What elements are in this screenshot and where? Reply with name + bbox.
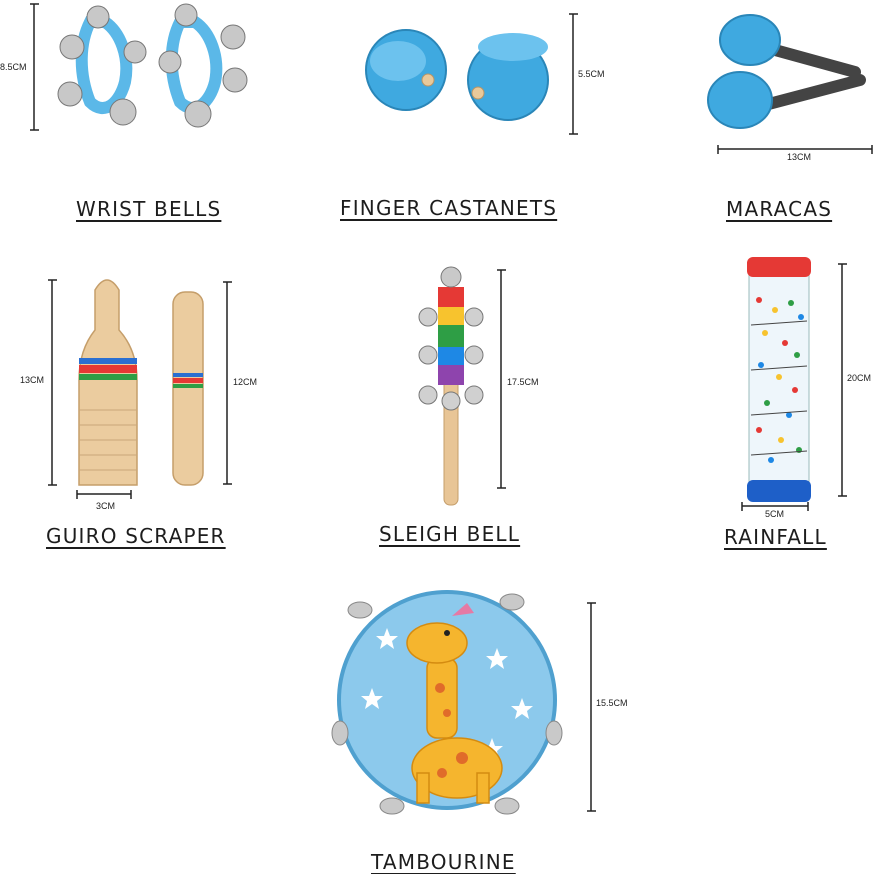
guiro-stick-size-label: 12CM xyxy=(233,377,258,387)
sleigh-bell-size-label: 17.5CM xyxy=(507,377,539,387)
tambourine-title: TAMBOURINE xyxy=(371,850,516,874)
tambourine-image xyxy=(331,590,563,815)
wrist-bells-image xyxy=(57,3,248,128)
guiro-stick-dimension-line xyxy=(223,281,232,485)
guiro-scraper-image xyxy=(78,279,204,486)
tambourine-dimension-line xyxy=(587,602,596,812)
tambourine-size-label: 15.5CM xyxy=(596,698,628,708)
maracas-size-label: 13CM xyxy=(787,152,812,162)
wrist-bells-title: WRIST BELLS xyxy=(76,197,222,221)
finger-castanets-size-label: 5.5CM xyxy=(578,69,605,79)
finger-castanets-image xyxy=(365,29,549,121)
guiro-height-size-label: 13CM xyxy=(20,375,45,385)
rainfall-height-size-label: 20CM xyxy=(847,373,872,383)
wrist-bells-size-label: 8.5CM xyxy=(0,62,27,72)
sleigh-bell-title: SLEIGH BELL xyxy=(379,522,521,546)
rainfall-width-size-label: 5CM xyxy=(765,509,785,519)
guiro-height-dimension-line xyxy=(48,279,57,486)
maracas-dimension-line xyxy=(717,145,873,154)
finger-castanets-dimension-line xyxy=(569,13,578,135)
guiro-width-size-label: 3CM xyxy=(96,501,116,511)
wrist-bells-dimension-line xyxy=(30,3,39,131)
maracas-title: MARACAS xyxy=(726,197,833,221)
sleigh-bell-image xyxy=(418,266,484,506)
rainfall-image xyxy=(747,257,811,502)
finger-castanets-title: FINGER CASTANETS xyxy=(340,196,558,220)
guiro-width-dimension-line xyxy=(76,490,132,499)
sleigh-bell-dimension-line xyxy=(497,269,506,489)
maracas-image xyxy=(707,14,866,129)
guiro-scraper-title: GUIRO SCRAPER xyxy=(46,524,226,548)
rainfall-height-dimension-line xyxy=(838,263,847,497)
rainfall-title: RAINFALL xyxy=(724,525,827,549)
rainfall-width-dimension-line xyxy=(741,502,809,511)
